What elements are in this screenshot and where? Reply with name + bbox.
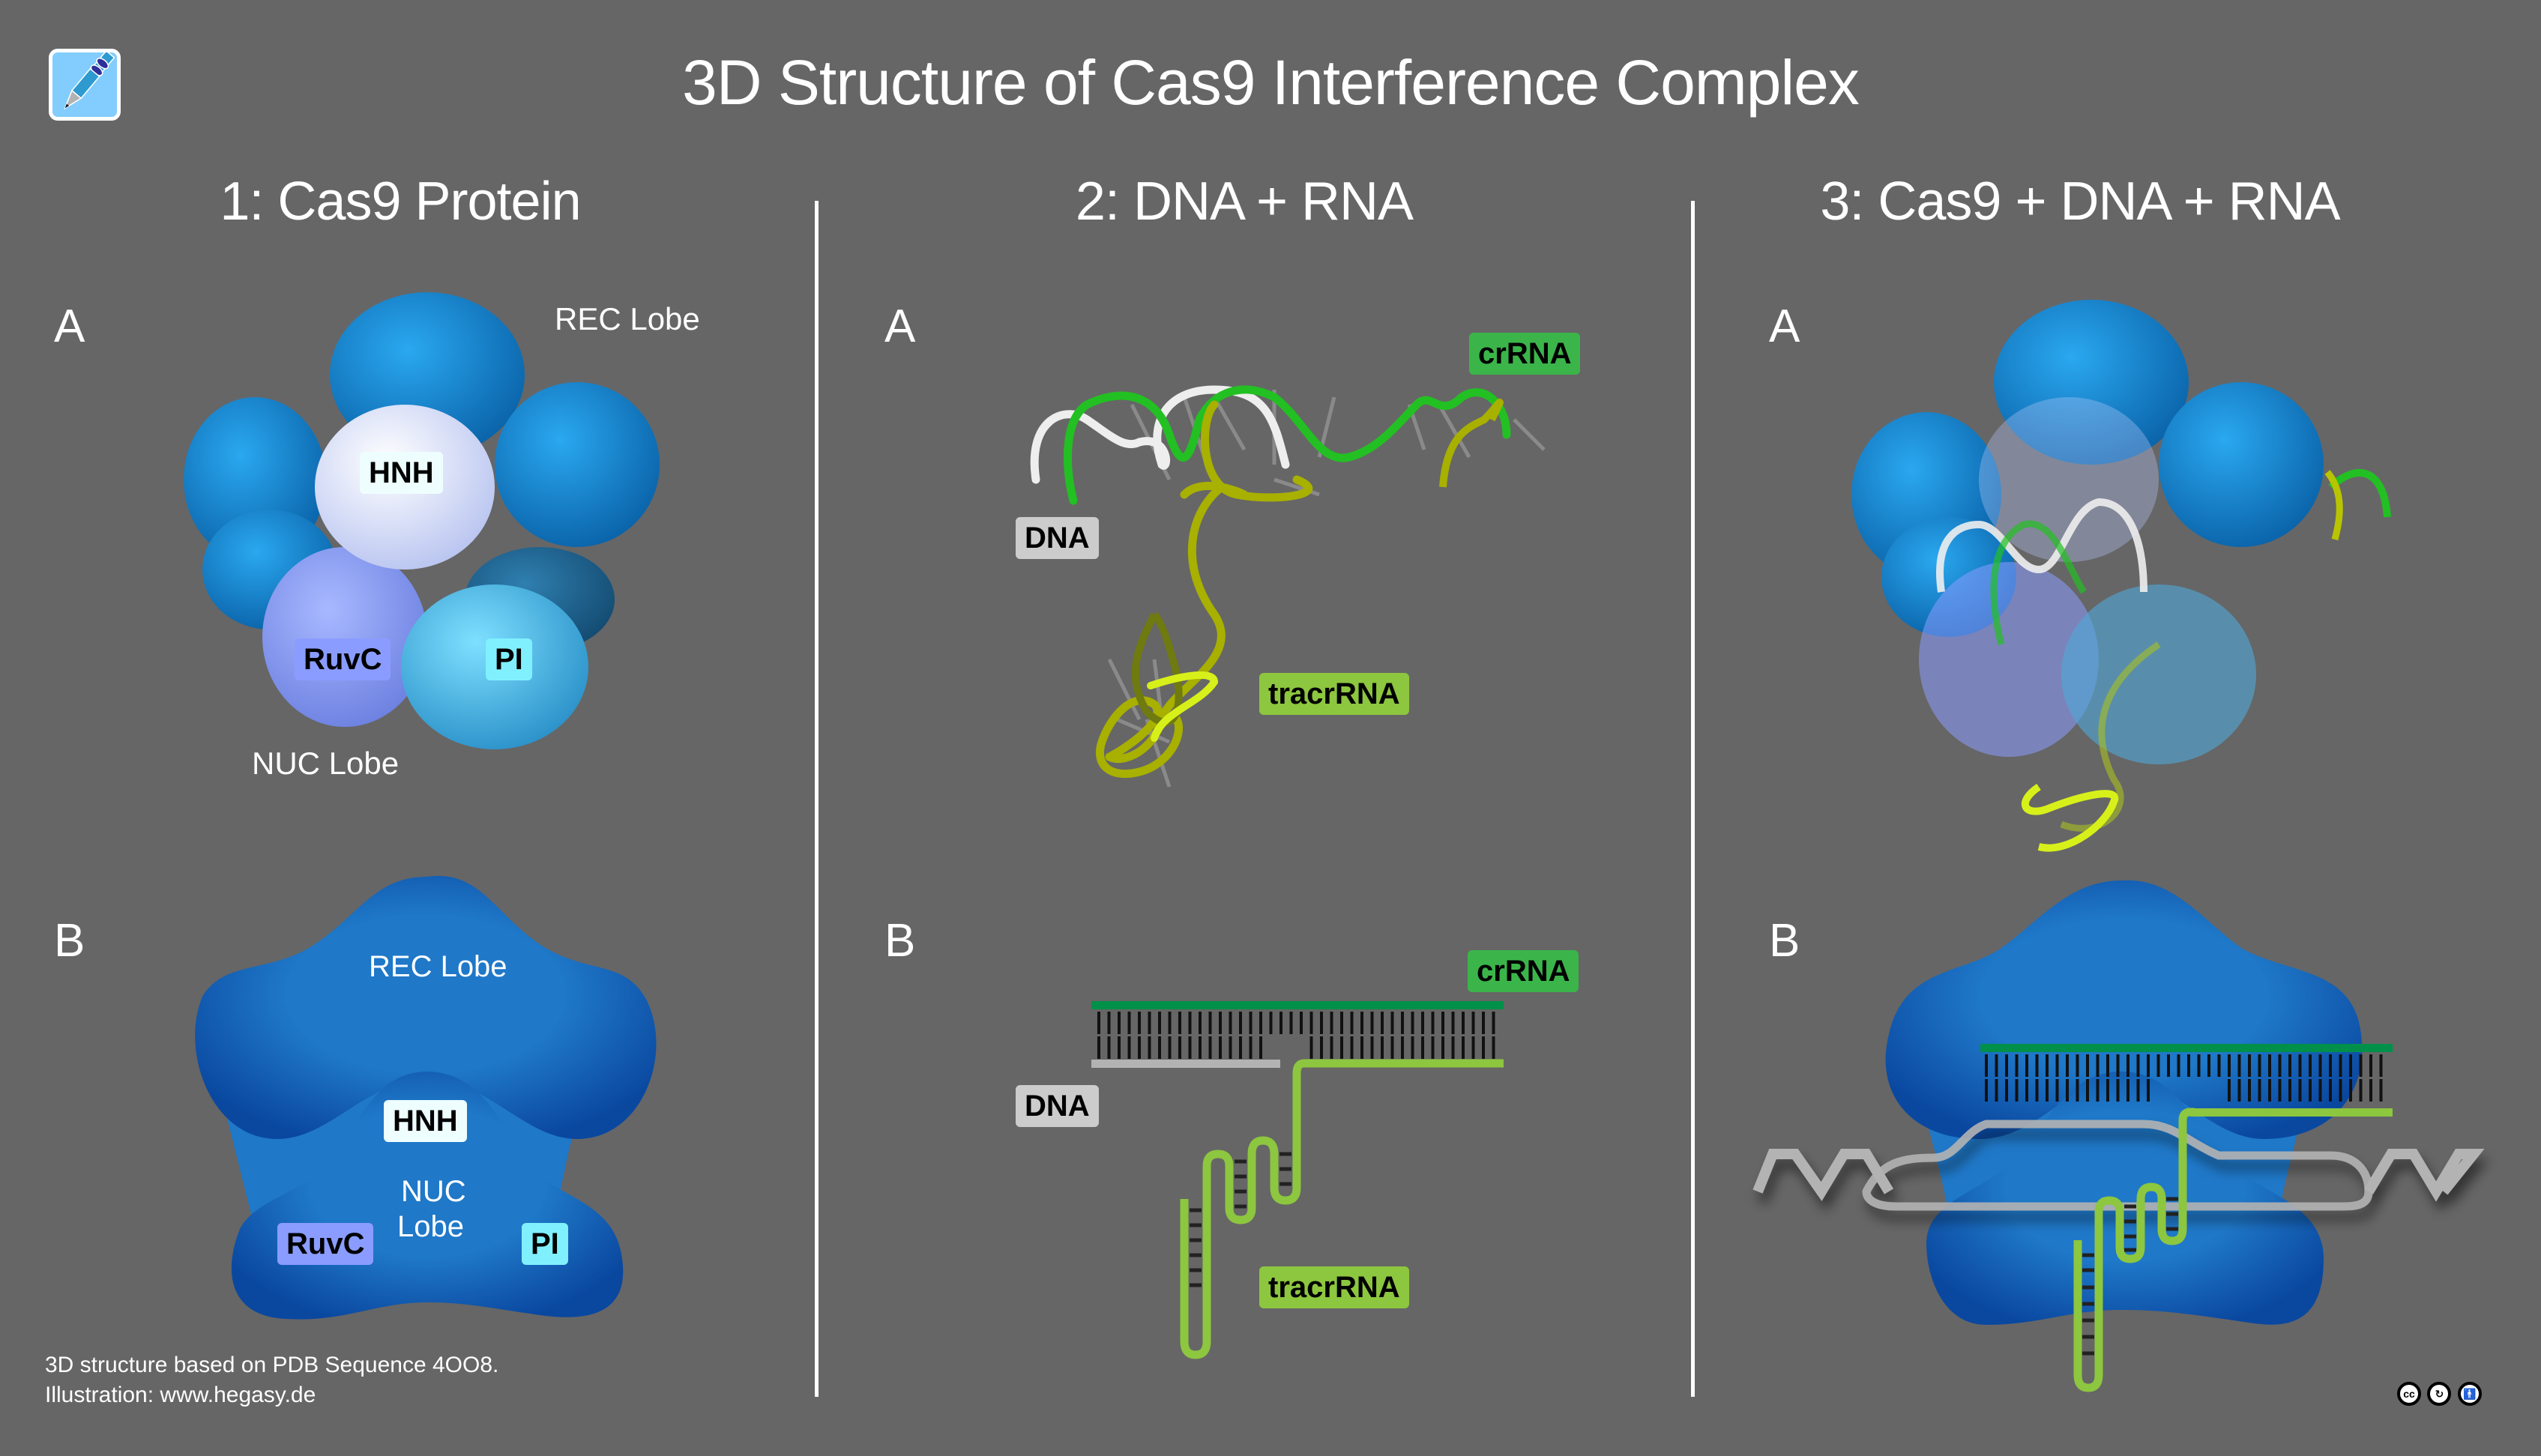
section-1-heading: 1: Cas9 Protein xyxy=(220,172,581,232)
tracrrna-label: tracrRNA xyxy=(1259,673,1409,715)
panel-1b-letter: B xyxy=(54,915,85,967)
dna-strand-bar xyxy=(1091,1060,1280,1068)
tracrrna-strand xyxy=(1095,400,1313,779)
crrna-strand xyxy=(1064,385,1511,505)
rec-lobe-shape xyxy=(1885,880,2363,1139)
rec-lobe-shape xyxy=(195,875,657,1139)
license-badges[interactable]: cc ↻ 🚹 xyxy=(2397,1382,2485,1406)
dna-label: DNA xyxy=(1016,517,1099,559)
rec-lobe-shape xyxy=(184,292,660,652)
tracrrna-strand-path xyxy=(1180,1059,1504,1359)
divider-2 xyxy=(1691,201,1695,1397)
dna-pencil-icon xyxy=(64,52,115,110)
crrna-hairpin xyxy=(1439,398,1504,488)
pi-label: PI xyxy=(486,638,532,680)
section-3-heading: 3: Cas9 + DNA + RNA xyxy=(1820,172,2340,232)
divider-1 xyxy=(815,201,819,1397)
crrna-schematic-label: crRNA xyxy=(1468,950,1579,992)
stem-loop-bonds xyxy=(1190,1152,1291,1287)
stem-loop-bonds xyxy=(2082,1197,2178,1356)
panel-1a-letter: A xyxy=(54,300,85,352)
dna-schematic-label: DNA xyxy=(1016,1085,1099,1127)
crrna-strand-bar xyxy=(1980,1044,2393,1052)
pi-schematic-label: PI xyxy=(522,1223,568,1265)
panel-2a-letter: A xyxy=(884,300,916,352)
crrna-label: crRNA xyxy=(1469,333,1581,375)
tracrrna-end xyxy=(2324,470,2343,541)
nuc-lobe-shape xyxy=(1926,1072,2324,1325)
rec-lobe-schematic-label: REC Lobe xyxy=(369,950,507,983)
hnh-label: HNH xyxy=(360,452,443,494)
nuc-schematic-label-line1: NUC xyxy=(401,1175,466,1208)
pi-domain-shape xyxy=(2061,584,2256,764)
panel-3a-letter: A xyxy=(1769,300,1800,352)
dna-bubble-strand xyxy=(1862,1120,2373,1211)
page-title: 3D Structure of Cas9 Interference Comple… xyxy=(682,47,1860,118)
ruvc-label: RuvC xyxy=(295,638,391,680)
tracrrna-tail xyxy=(2021,783,2119,852)
base-pair-ticks xyxy=(1097,1012,1495,1059)
crrna-end xyxy=(2328,468,2391,518)
footer-source: 3D structure based on PDB Sequence 4OO8. xyxy=(45,1353,499,1377)
share-alike-icon: ↻ xyxy=(2427,1382,2452,1406)
rec-lobe-label: REC Lobe xyxy=(555,301,700,336)
hnh-domain-shape xyxy=(1979,397,2159,562)
logo xyxy=(49,49,121,121)
attribution-icon: 🚹 xyxy=(2457,1382,2482,1406)
base-pair-ticks xyxy=(1985,1054,2383,1102)
crrna-strand-bar xyxy=(1091,1001,1504,1009)
nuc-lobe-label: NUC Lobe xyxy=(252,746,400,781)
tracrrna-strand-path xyxy=(2073,1108,2195,1392)
ruvc-schematic-label: RuvC xyxy=(277,1223,374,1265)
hnh-schematic-label: HNH xyxy=(384,1100,467,1142)
rec-lobe-shape xyxy=(1851,300,2324,637)
cc-icon: cc xyxy=(2397,1382,2421,1406)
tracrrna-connector xyxy=(2190,1108,2393,1117)
footer-credits: 3D structure based on PDB Sequence 4OO8.… xyxy=(45,1350,498,1410)
section-2-heading: 2: DNA + RNA xyxy=(1075,172,1414,232)
nuc-schematic-label-line2: Lobe xyxy=(397,1210,464,1243)
crrna-strand xyxy=(1990,520,2087,646)
ruvc-domain-shape xyxy=(262,547,427,727)
footer-illustration-credit[interactable]: Illustration: www.hegasy.de xyxy=(45,1383,316,1407)
dna-double-helix xyxy=(1752,1120,2485,1211)
tracrrna-tail xyxy=(1147,671,1219,742)
ruvc-domain-shape xyxy=(1919,562,2099,757)
dna-strand xyxy=(1936,498,2147,593)
panel-2b-letter: B xyxy=(884,915,916,967)
tracrrna-schematic-label: tracrRNA xyxy=(1259,1266,1409,1308)
panel-3b-letter: B xyxy=(1769,915,1800,967)
